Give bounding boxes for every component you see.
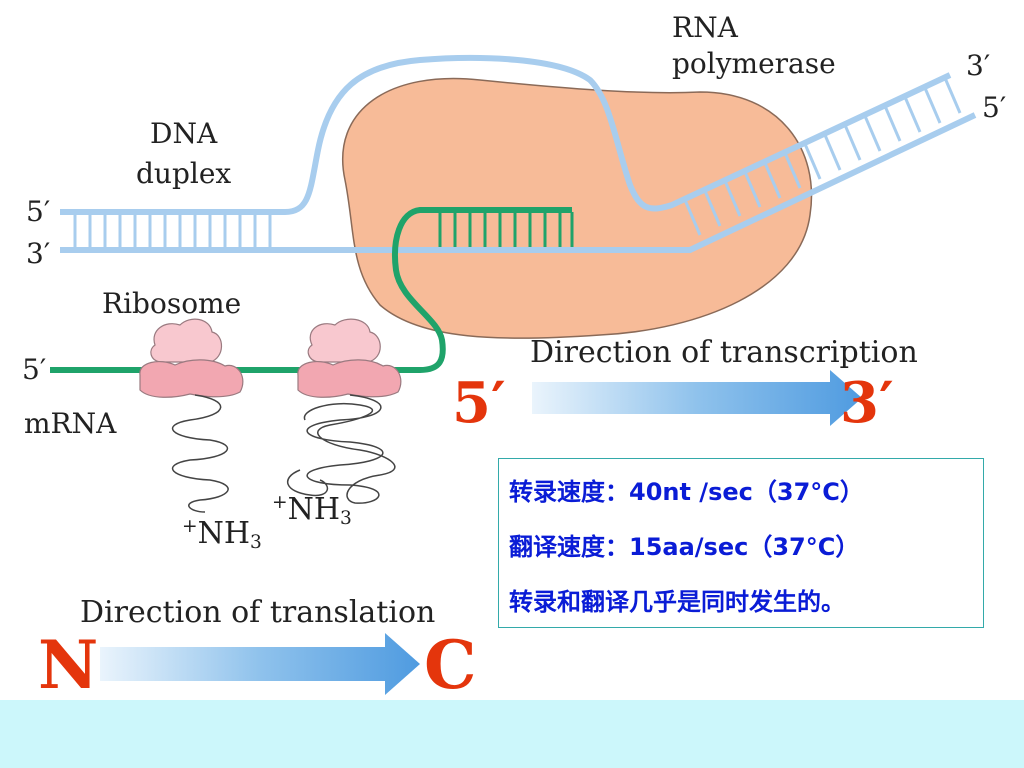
- dna-right-base-pairs: [683, 77, 962, 236]
- dna-3prime-left: 3′: [26, 237, 51, 270]
- nh3-sub-2: 3: [340, 507, 352, 529]
- translation-c-terminus: C: [424, 626, 477, 704]
- ribosome-2: [297, 318, 402, 398]
- dna-5prime-left: 5′: [26, 195, 51, 228]
- mrna-label: mRNA: [24, 407, 117, 440]
- rna-dna-hybrid-pairs: [438, 212, 574, 247]
- nh3-plus-2: +: [272, 492, 288, 513]
- rna-polymerase-label-line1: RNA: [672, 11, 738, 44]
- nh3-sub-1: 3: [250, 531, 262, 553]
- nh3-n-1: NH: [197, 516, 251, 552]
- translation-n-terminus: N: [38, 626, 99, 704]
- nh3-plus-1: +: [182, 516, 198, 537]
- direction-translation-label: Direction of translation: [80, 595, 436, 630]
- nh3-label-1: +NH3: [182, 516, 262, 553]
- dna-duplex-label-line1: DNA: [150, 117, 218, 150]
- transcription-3prime: 3′: [840, 370, 894, 436]
- simultaneous-note-text: 转录和翻译几乎是同时发生的。: [509, 588, 845, 616]
- rate-info-box: 转录速度：40nt /sec（37°C） 翻译速度：15aa/sec（37°C）…: [498, 458, 984, 628]
- polypeptide-1: [171, 394, 229, 513]
- dna-left-base-pairs: [73, 214, 272, 248]
- direction-transcription-label: Direction of transcription: [530, 335, 918, 370]
- mrna-strand: [50, 207, 572, 373]
- nh3-n-2: NH: [287, 492, 341, 528]
- translation-arrow: [100, 633, 420, 695]
- translation-rate-text: 翻译速度：15aa/sec（37°C）: [509, 533, 860, 561]
- dna-duplex-label-line2: duplex: [136, 157, 232, 190]
- mrna-5prime: 5′: [22, 353, 47, 386]
- dna-5prime-right: 5′: [982, 91, 1007, 124]
- transcription-rate-text: 转录速度：40nt /sec（37°C）: [509, 478, 864, 506]
- footer-band: [0, 700, 1024, 768]
- polypeptide-2: [287, 394, 396, 504]
- transcription-5prime: 5′: [452, 370, 506, 436]
- dna-coding-strand: [60, 54, 952, 215]
- dna-3prime-right: 3′: [966, 49, 991, 82]
- ribosome-1: [139, 318, 244, 398]
- nh3-label-2: +NH3: [272, 492, 352, 529]
- ribosome-label: Ribosome: [102, 287, 242, 320]
- rna-polymerase-body: [342, 77, 813, 339]
- rna-polymerase-label-line2: polymerase: [672, 47, 836, 80]
- transcription-arrow: [532, 370, 862, 426]
- dna-template-strand: [60, 112, 977, 253]
- transcription-translation-diagram: [50, 54, 977, 695]
